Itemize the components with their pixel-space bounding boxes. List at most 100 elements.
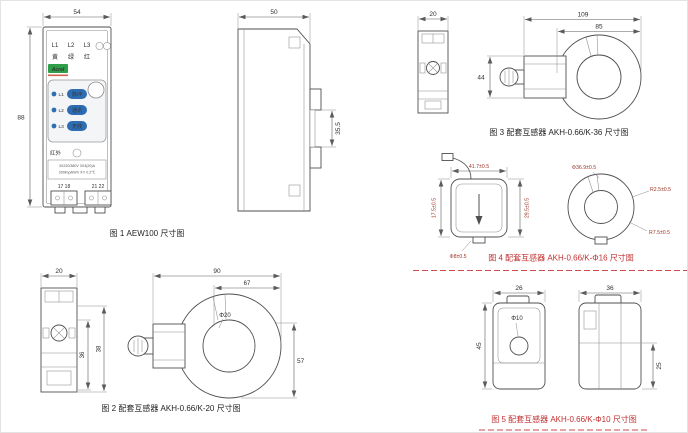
figure-3-caption: 图 3 配套互感器 AKH-0.66/K-36 尺寸图 bbox=[489, 127, 628, 137]
figure-3-k36-transformer: 20 109 85 bbox=[417, 11, 642, 137]
fig1-width-label: 54 bbox=[73, 9, 81, 16]
din-clip-slot bbox=[309, 109, 316, 148]
fig4-cable-gland bbox=[472, 236, 486, 244]
fig4-left-height-label: 17.5±0.5 bbox=[432, 198, 438, 218]
fig4-radius2-label: R7.5±0.5 bbox=[649, 230, 670, 236]
side-body-outline bbox=[237, 28, 311, 212]
acrel-logo bbox=[48, 64, 68, 73]
fig4-ring-window bbox=[584, 190, 618, 224]
din-clip-dimension: 35.5 bbox=[321, 109, 342, 148]
fig5-side-view: 36 25 bbox=[578, 285, 663, 390]
pulse-button-label: 脉冲 bbox=[72, 91, 82, 98]
din-clip-upper bbox=[309, 88, 322, 111]
fig1-width-dimension: 54 bbox=[42, 9, 112, 26]
spec-line-1: 3X220/380V 3X4(20)A bbox=[59, 164, 96, 168]
led-indicator-l2 bbox=[51, 107, 57, 113]
fig2-ring-window bbox=[202, 319, 256, 373]
phase-label-l1: L1 bbox=[52, 43, 59, 49]
fig3-height-label: 44 bbox=[477, 75, 485, 82]
fig5-height2-label: 25 bbox=[656, 362, 663, 370]
side-width-dimension: 50 bbox=[237, 9, 311, 43]
fig4-hole-label: Φ8±0.5 bbox=[449, 254, 466, 260]
mounting-tab bbox=[72, 206, 88, 214]
side-width-label: 50 bbox=[270, 9, 278, 16]
fig3-clamp-body bbox=[523, 55, 567, 99]
fig4-radius1-label: R2.5±0.5 bbox=[650, 187, 671, 193]
led-label-l3: L3 bbox=[59, 124, 65, 130]
wire-color-yellow: 黄 bbox=[52, 53, 58, 61]
terminal-screw-icon bbox=[103, 42, 111, 50]
figure-2-caption: 图 2 配套互感器 AKH-0.66/K-20 尺寸图 bbox=[101, 403, 240, 413]
fig3-total-width-label: 109 bbox=[578, 12, 589, 19]
fig2-side-width-label: 20 bbox=[55, 268, 63, 275]
aew100-side-view: 50 35.5 bbox=[237, 9, 342, 212]
fig3-ring-width-label: 85 bbox=[595, 24, 603, 31]
wireless-button bbox=[67, 121, 87, 131]
fig4-ring-view: Φ36.9±0.5 R2.5±0.5 R7.5±0.5 bbox=[567, 165, 671, 245]
fig5-hole-label: Φ10 bbox=[511, 316, 523, 322]
infrared-port-icon bbox=[72, 148, 82, 158]
led-indicator-l1 bbox=[51, 91, 57, 97]
din-clip-label: 35.5 bbox=[335, 122, 342, 135]
figure-5-k10-transformer: Φ10 26 45 36 bbox=[476, 285, 663, 431]
figure-1-caption: 图 1 AEW100 尺寸图 bbox=[110, 228, 185, 238]
case-detail bbox=[288, 36, 301, 49]
fig2-depth2-label: 38 bbox=[97, 345, 103, 352]
figure-4-k16-transformer: 41.7±0.5 17.5±0.5 29.5±0.5 Φ8±0.5 Φ36.9±… bbox=[413, 153, 687, 271]
fig4-cable-connector bbox=[441, 153, 454, 161]
fig2-side-view: 20 36 38 bbox=[40, 268, 107, 393]
din-clip-lower bbox=[309, 146, 322, 169]
fig3-side-view: 20 bbox=[417, 11, 449, 114]
terminal-screw-icon bbox=[95, 42, 104, 50]
phase-label-l3: L3 bbox=[84, 43, 91, 49]
figure-4-caption: 图 4 配套互感器 AKH-0.66/K-Φ16 尺寸图 bbox=[488, 253, 634, 263]
fig4-ring-tab bbox=[594, 236, 608, 245]
fig4-cable bbox=[452, 157, 472, 180]
fig3-ring-window bbox=[576, 54, 622, 100]
infrared-window-icon bbox=[87, 81, 105, 99]
phase-label-l2: L2 bbox=[68, 43, 75, 49]
pulse-button bbox=[67, 89, 87, 99]
fig5-width1-label: 26 bbox=[515, 285, 523, 292]
fig5-side-outline bbox=[578, 302, 642, 390]
wire-color-green: 绿 bbox=[68, 53, 74, 61]
comm-button-label: 通讯 bbox=[72, 107, 82, 114]
fig4-body-view: 41.7±0.5 17.5±0.5 29.5±0.5 Φ8±0.5 bbox=[432, 153, 531, 260]
fig2-front-view: 90 67 Φ20 57 bbox=[127, 268, 305, 399]
fig4-width-label: 41.7±0.5 bbox=[469, 164, 489, 170]
spec-line-2: 200imp/kWh ①Y 0.2℃ bbox=[59, 171, 96, 175]
fig2-hole-label: Φ20 bbox=[219, 313, 231, 319]
figure-2-k20-transformer: 20 36 38 bbox=[40, 268, 305, 413]
figure-5-caption: 图 5 配套互感器 AKH-0.66/K-Φ10 尺寸图 bbox=[491, 414, 637, 424]
fig2-total-width-label: 90 bbox=[213, 268, 221, 275]
fig3-front-view: 109 85 44 bbox=[477, 12, 642, 120]
fig5-height1-label: 45 bbox=[476, 342, 483, 350]
led-label-l1: L1 bbox=[59, 92, 65, 98]
fig5-width2-label: 36 bbox=[606, 285, 614, 292]
mounting-tab bbox=[94, 206, 106, 214]
fig2-clamp-body bbox=[152, 323, 186, 369]
nameplate-box bbox=[47, 159, 107, 180]
mounting-tab bbox=[54, 206, 66, 214]
case-detail bbox=[288, 184, 301, 197]
fig2-height-label: 57 bbox=[297, 358, 305, 365]
fig1-height-dimension: 88 bbox=[17, 26, 42, 208]
fig2-depth1-label: 36 bbox=[80, 351, 86, 358]
fig4-outer-dia-label: Φ36.9±0.5 bbox=[572, 165, 596, 171]
fig1-height-label: 88 bbox=[17, 115, 25, 122]
fig5-front-view: Φ10 26 45 bbox=[476, 285, 546, 390]
led-indicator-l3 bbox=[51, 123, 57, 129]
terminal-numbers-right: 21 22 bbox=[92, 184, 105, 190]
fig5-window bbox=[509, 336, 529, 356]
infrared-label: 红外 bbox=[50, 149, 62, 157]
wire-color-red: 红 bbox=[84, 53, 90, 61]
figure-1-aew100-front-view: 54 88 L1 L2 L3 黄 绿 红 Acrel L1 脉冲 bbox=[17, 9, 184, 238]
comm-button bbox=[67, 105, 87, 115]
direction-arrow-icon bbox=[475, 216, 483, 225]
fig4-right-height-label: 29.5±0.5 bbox=[525, 198, 531, 218]
fig2-ring-width-label: 67 bbox=[244, 281, 251, 287]
brand-text: Acrel bbox=[51, 67, 65, 73]
terminal-numbers-left: 17 18 bbox=[58, 184, 71, 190]
